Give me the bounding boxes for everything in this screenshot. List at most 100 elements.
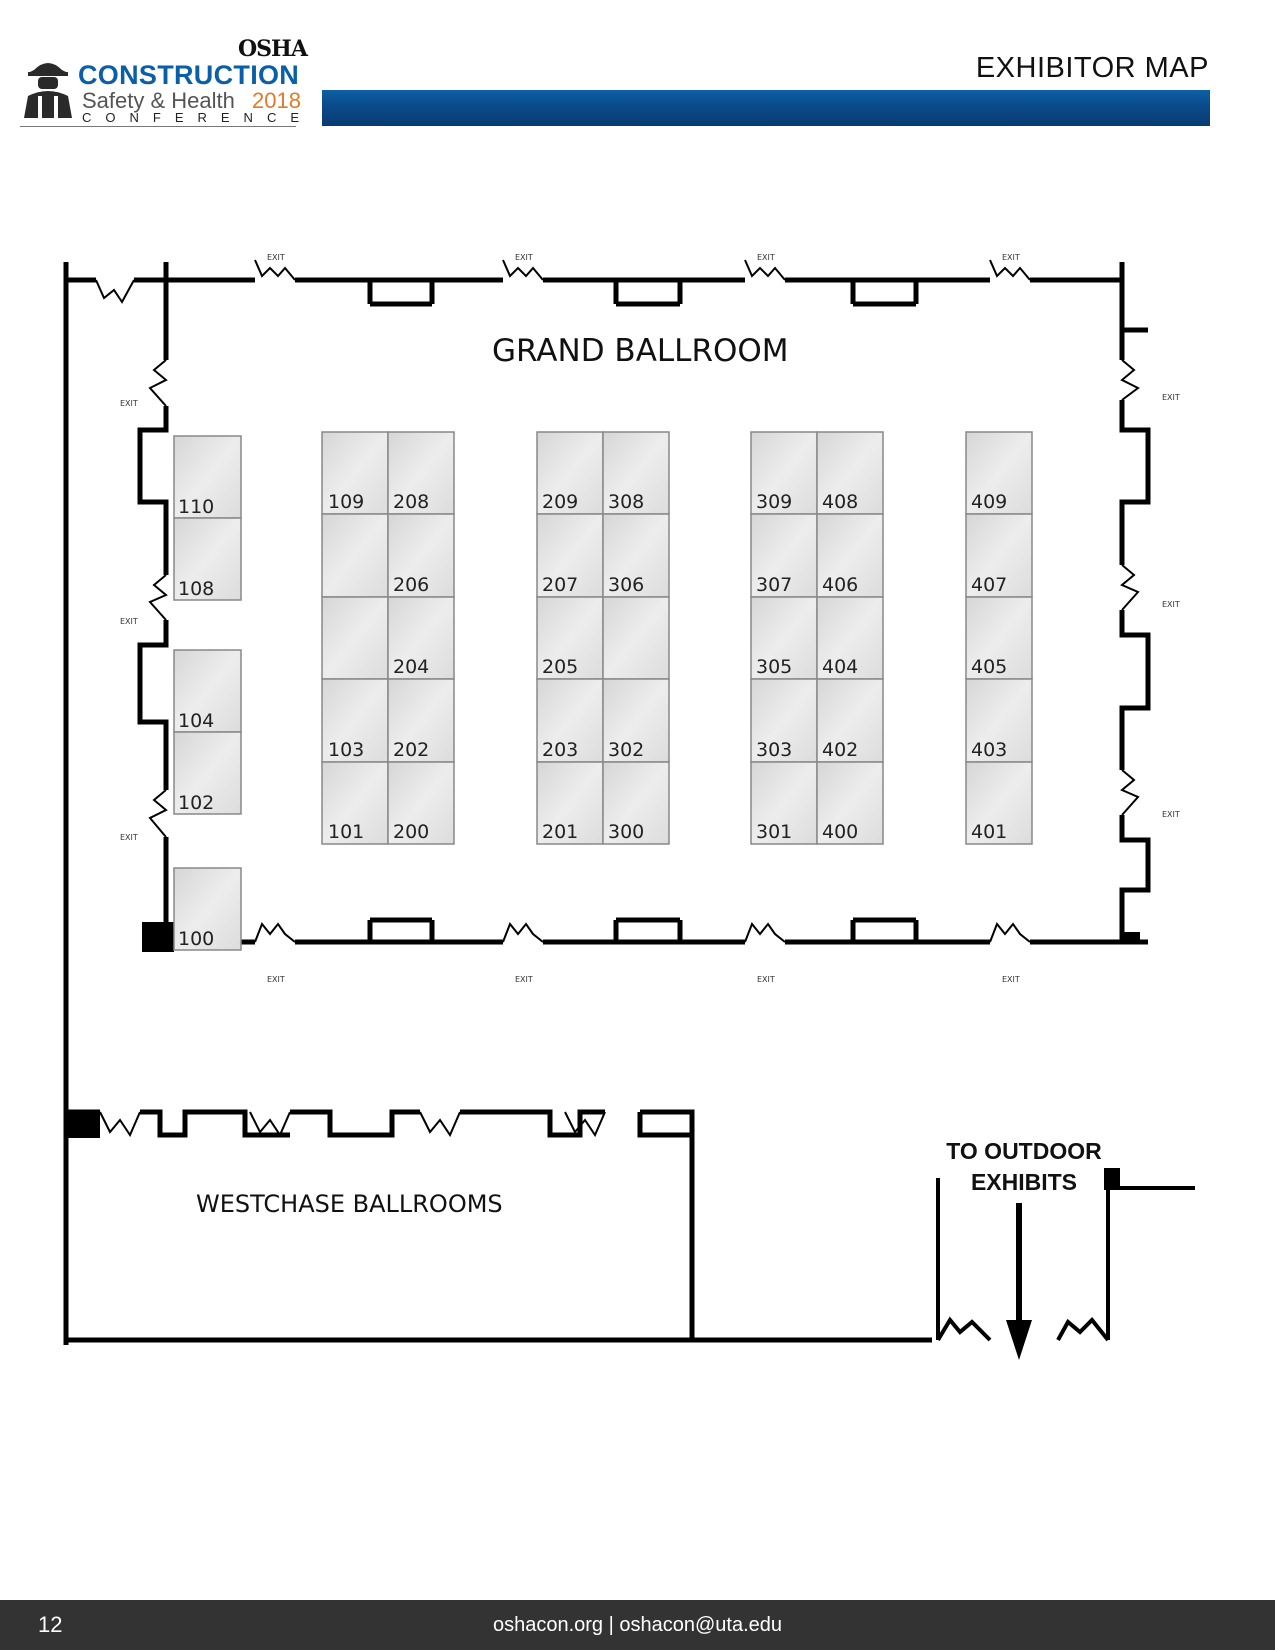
exit-label: EXIT xyxy=(1002,253,1020,262)
booth[interactable] xyxy=(965,761,1033,845)
booth-label-400: 400 xyxy=(822,821,858,843)
hard-hat-worker-icon xyxy=(24,63,72,118)
exit-label: EXIT xyxy=(515,975,533,984)
grand-ballroom-walls xyxy=(66,262,1151,950)
booth[interactable] xyxy=(602,596,670,680)
booth[interactable] xyxy=(387,761,455,845)
exit-label: EXIT xyxy=(757,253,775,262)
booth-label-110: 110 xyxy=(178,496,214,518)
booth-label-100: 100 xyxy=(178,928,214,950)
outdoor-exhibits-label-line1: TO OUTDOOR xyxy=(946,1138,1102,1164)
booth-label-305: 305 xyxy=(756,656,792,678)
corner-column xyxy=(1104,1168,1120,1190)
booth-label-409: 409 xyxy=(971,491,1007,513)
booth-label-300: 300 xyxy=(608,821,644,843)
booth-label-109: 109 xyxy=(328,491,364,513)
exit-label: EXIT xyxy=(267,975,285,984)
booth[interactable] xyxy=(965,596,1033,680)
page-header: OSHA CONSTRUCTION Safety & Health 2018 C… xyxy=(0,0,1275,140)
booth[interactable] xyxy=(173,867,242,951)
exhibitor-floor-map: EXIT EXIT EXIT EXIT EXIT EXIT EXIT EXIT … xyxy=(0,240,1275,1384)
booth-label-408: 408 xyxy=(822,491,858,513)
booth[interactable] xyxy=(816,761,884,845)
booth-label-207: 207 xyxy=(542,574,578,596)
booth[interactable] xyxy=(965,513,1033,598)
booth-label-303: 303 xyxy=(756,739,792,761)
booth-label-403: 403 xyxy=(971,739,1007,761)
booth[interactable] xyxy=(321,431,389,515)
booth-label-203: 203 xyxy=(542,739,578,761)
exit-label: EXIT xyxy=(1162,600,1180,609)
corner-column xyxy=(66,1110,100,1138)
booth[interactable] xyxy=(387,678,455,763)
door-symbols xyxy=(99,1111,606,1138)
booth[interactable] xyxy=(816,431,884,515)
page-footer: 12 oshacon.org | oshacon@uta.edu xyxy=(0,1600,1275,1650)
corner-column xyxy=(1124,932,1140,944)
westchase-ballroom-walls xyxy=(66,1109,932,1343)
exit-label: EXIT xyxy=(120,617,138,626)
booth-label-404: 404 xyxy=(822,656,858,678)
booth[interactable] xyxy=(816,678,884,763)
logo-underline xyxy=(20,126,296,127)
osha-wordmark: OSHA xyxy=(238,36,308,62)
grand-ballroom-label: GRAND BALLROOM xyxy=(492,333,789,369)
booth[interactable] xyxy=(602,431,670,515)
booth-label-102: 102 xyxy=(178,792,214,814)
booth[interactable] xyxy=(816,513,884,598)
outdoor-exhibits-label-line2: EXHIBITS xyxy=(971,1169,1077,1195)
logo-construction-text: CONSTRUCTION xyxy=(78,60,300,90)
outdoor-exit-walls xyxy=(936,1178,1195,1342)
exit-label: EXIT xyxy=(120,399,138,408)
booth[interactable] xyxy=(321,513,389,598)
booth[interactable] xyxy=(173,731,242,815)
title-accent-bar xyxy=(322,90,1210,126)
booth[interactable] xyxy=(816,596,884,680)
booth[interactable] xyxy=(965,431,1033,515)
booth[interactable] xyxy=(387,596,455,680)
booth[interactable] xyxy=(387,513,455,598)
booth-label-406: 406 xyxy=(822,574,858,596)
booth-label-401: 401 xyxy=(971,821,1007,843)
booth-label-307: 307 xyxy=(756,574,792,596)
logo-year: 2018 xyxy=(252,88,301,113)
exit-label: EXIT xyxy=(757,975,775,984)
booth-label-302: 302 xyxy=(608,739,644,761)
booth-label-306: 306 xyxy=(608,574,644,596)
booth-label-208: 208 xyxy=(393,491,429,513)
floor-plan: EXIT EXIT EXIT EXIT EXIT EXIT EXIT EXIT … xyxy=(63,253,1195,1360)
booth[interactable] xyxy=(173,649,242,733)
footer-contact: oshacon.org | oshacon@uta.edu xyxy=(492,1614,783,1636)
booth-label-407: 407 xyxy=(971,574,1007,596)
booth-label-205: 205 xyxy=(542,656,578,678)
corner-column xyxy=(142,922,174,952)
booth[interactable] xyxy=(750,513,818,598)
exit-label: EXIT xyxy=(1162,393,1180,402)
booth-label-405: 405 xyxy=(971,656,1007,678)
exit-label: EXIT xyxy=(1002,975,1020,984)
booth-label-206: 206 xyxy=(393,574,429,596)
down-arrow-icon xyxy=(1006,1203,1032,1360)
page-number: 12 xyxy=(38,1612,63,1637)
booth[interactable] xyxy=(602,761,670,845)
booth[interactable] xyxy=(387,431,455,515)
booth[interactable] xyxy=(173,517,242,601)
exit-label: EXIT xyxy=(1162,810,1180,819)
booth[interactable] xyxy=(321,596,389,680)
logo-safety-health-text: Safety & Health xyxy=(82,88,235,113)
booth[interactable] xyxy=(536,761,604,845)
booth-label-103: 103 xyxy=(328,739,364,761)
booth[interactable] xyxy=(750,678,818,763)
booth-label-308: 308 xyxy=(608,491,644,513)
exit-labels: EXIT EXIT EXIT EXIT EXIT EXIT EXIT EXIT … xyxy=(120,253,1180,984)
booth-label-200: 200 xyxy=(393,821,429,843)
booth-label-201: 201 xyxy=(542,821,578,843)
booths xyxy=(173,431,1033,951)
osha-conference-logo: OSHA CONSTRUCTION Safety & Health 2018 C… xyxy=(20,30,308,130)
booth[interactable] xyxy=(602,678,670,763)
exit-label: EXIT xyxy=(120,833,138,842)
booth-label-101: 101 xyxy=(328,821,364,843)
booth-label-309: 309 xyxy=(756,491,792,513)
booth[interactable] xyxy=(321,761,389,845)
booth[interactable] xyxy=(750,761,818,845)
